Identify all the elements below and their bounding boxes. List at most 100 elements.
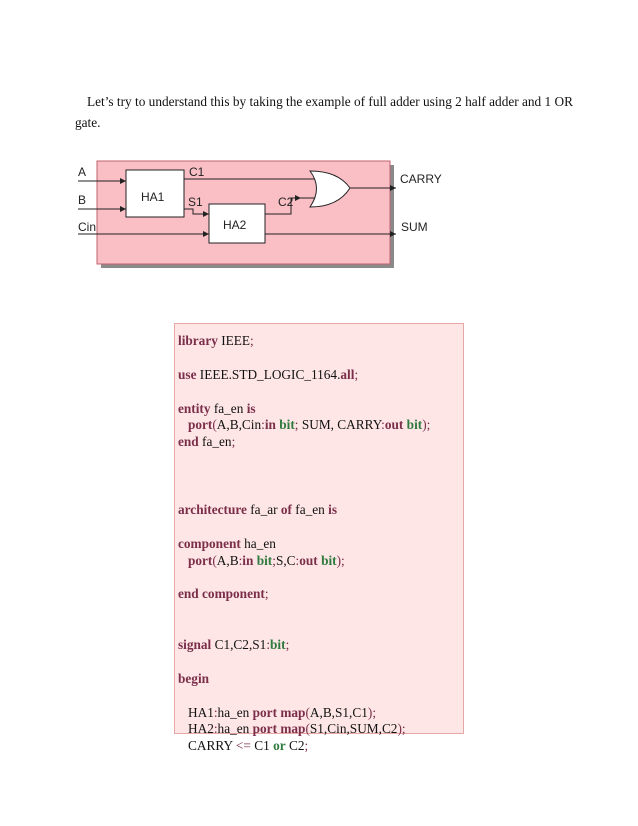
code-token: ( xyxy=(305,704,310,720)
code-token: architecture xyxy=(178,501,247,517)
code-blank xyxy=(178,688,463,705)
label-cin: Cin xyxy=(78,220,96,234)
arrow-b xyxy=(120,206,126,212)
code-line-library: library IEEE; xyxy=(178,333,463,350)
code-line-entity: entity fa_en is xyxy=(178,401,463,418)
code-token: ( xyxy=(212,417,217,433)
arrow-a xyxy=(120,178,126,184)
code-line-begin: begin xyxy=(178,671,463,688)
code-token: A,B,S1,C1 xyxy=(309,704,368,720)
code-token: HA2 xyxy=(187,721,214,737)
code-token: SUM, CARRY xyxy=(298,417,382,433)
code-token: ( xyxy=(212,552,217,568)
code-token: : xyxy=(381,417,385,433)
label-carry: CARRY xyxy=(400,172,442,186)
code-token: ; xyxy=(304,738,309,754)
code-token: fa_en xyxy=(291,501,329,517)
label-sum: SUM xyxy=(401,220,428,234)
code-token: ); xyxy=(367,704,377,720)
code-token: bit xyxy=(270,637,286,653)
code-token: ; xyxy=(285,637,290,653)
code-blank xyxy=(178,384,463,401)
label-b: B xyxy=(78,193,86,207)
code-line-end-component: end component; xyxy=(178,586,463,603)
code-token: ha_en xyxy=(217,721,253,737)
code-token: all xyxy=(340,366,355,382)
code-token: IEEE.STD_LOGIC_1164. xyxy=(196,366,341,382)
code-blank xyxy=(178,485,463,502)
code-blank xyxy=(178,519,463,536)
code-blank xyxy=(178,569,463,586)
code-token: IEEE xyxy=(217,333,251,348)
code-blank xyxy=(178,603,463,620)
code-token: library xyxy=(178,333,218,348)
code-token: ; xyxy=(272,552,276,568)
intro-paragraph: Let’s try to understand this by taking t… xyxy=(75,94,573,131)
arrow-carry xyxy=(390,185,396,191)
code-token: ; xyxy=(231,434,236,450)
arrow-sum xyxy=(390,231,396,237)
code-token: C2 xyxy=(285,738,305,754)
vhdl-code-box: library IEEE; use IEEE.STD_LOGIC_1164.al… xyxy=(174,323,464,753)
code-token: S,C xyxy=(275,552,296,568)
code-token: : xyxy=(213,704,218,720)
code-blank xyxy=(178,451,463,468)
code-token: CARRY xyxy=(187,738,236,754)
code-token: is xyxy=(246,400,256,416)
arrow-cin xyxy=(203,231,209,237)
code-token: port map xyxy=(252,704,306,720)
label-c1: C1 xyxy=(189,165,205,179)
code-blank xyxy=(178,350,463,367)
code-token: fa_en xyxy=(198,434,232,450)
code-token: out xyxy=(299,552,318,568)
label-a: A xyxy=(78,165,86,179)
full-adder-diagram: A B Cin HA1 HA2 C1 S1 C2 CARRY SUM xyxy=(78,160,442,268)
code-token: fa_ar xyxy=(246,501,281,517)
code-token: of xyxy=(280,501,292,517)
arrow-s1 xyxy=(203,211,209,217)
code-token: : xyxy=(238,552,243,568)
wire-c2 xyxy=(265,197,322,215)
code-token: : xyxy=(261,417,265,433)
code-token: component xyxy=(178,535,241,551)
code-blank xyxy=(178,620,463,637)
code-token: ( xyxy=(305,721,310,737)
code-token: use xyxy=(178,366,197,382)
code-token: : xyxy=(266,637,271,653)
code-token: bit xyxy=(256,552,273,568)
code-token: ha_en xyxy=(240,535,276,551)
code-token: ; xyxy=(264,586,269,602)
code-blank xyxy=(178,654,463,671)
code-token: : xyxy=(213,721,218,737)
code-token: in xyxy=(264,417,276,433)
code-token: ); xyxy=(422,417,431,433)
label-ha2: HA2 xyxy=(223,218,247,232)
arrow-c2 xyxy=(295,195,301,201)
code-token: begin xyxy=(178,670,210,686)
code-token: ; xyxy=(294,417,299,433)
code-token: bit xyxy=(406,417,423,433)
code-token: ha_en xyxy=(217,704,253,720)
code-token: bit xyxy=(279,417,295,433)
code-token: end xyxy=(178,434,199,450)
code-token: port map xyxy=(252,721,306,737)
code-token: or xyxy=(273,738,286,754)
code-line-signal: signal C1,C2,S1:bit; xyxy=(178,637,463,654)
code-line-entity-port: port(A,B,Cin:in bit; SUM, CARRY:out bit)… xyxy=(178,417,463,434)
or-gate xyxy=(308,170,351,208)
code-token: <= xyxy=(235,738,251,754)
code-line-use: use IEEE.STD_LOGIC_1164.all; xyxy=(178,367,463,384)
code-line-carry-assign: CARRY <= C1 or C2; xyxy=(178,738,463,755)
code-token: S1,Cin,SUM,C2 xyxy=(309,721,398,737)
code-token: signal xyxy=(178,637,212,653)
code-line-end-entity: end fa_en; xyxy=(178,434,463,451)
code-token: C1 xyxy=(250,738,274,754)
label-ha1: HA1 xyxy=(141,190,165,204)
code-token: C1,C2,S1 xyxy=(211,637,267,653)
label-c2: C2 xyxy=(278,195,294,209)
code-token: A,B xyxy=(216,552,239,568)
code-token: is xyxy=(328,501,338,517)
code-token: end component xyxy=(178,586,265,602)
code-token: port xyxy=(187,417,213,433)
code-token: ; xyxy=(250,333,254,348)
